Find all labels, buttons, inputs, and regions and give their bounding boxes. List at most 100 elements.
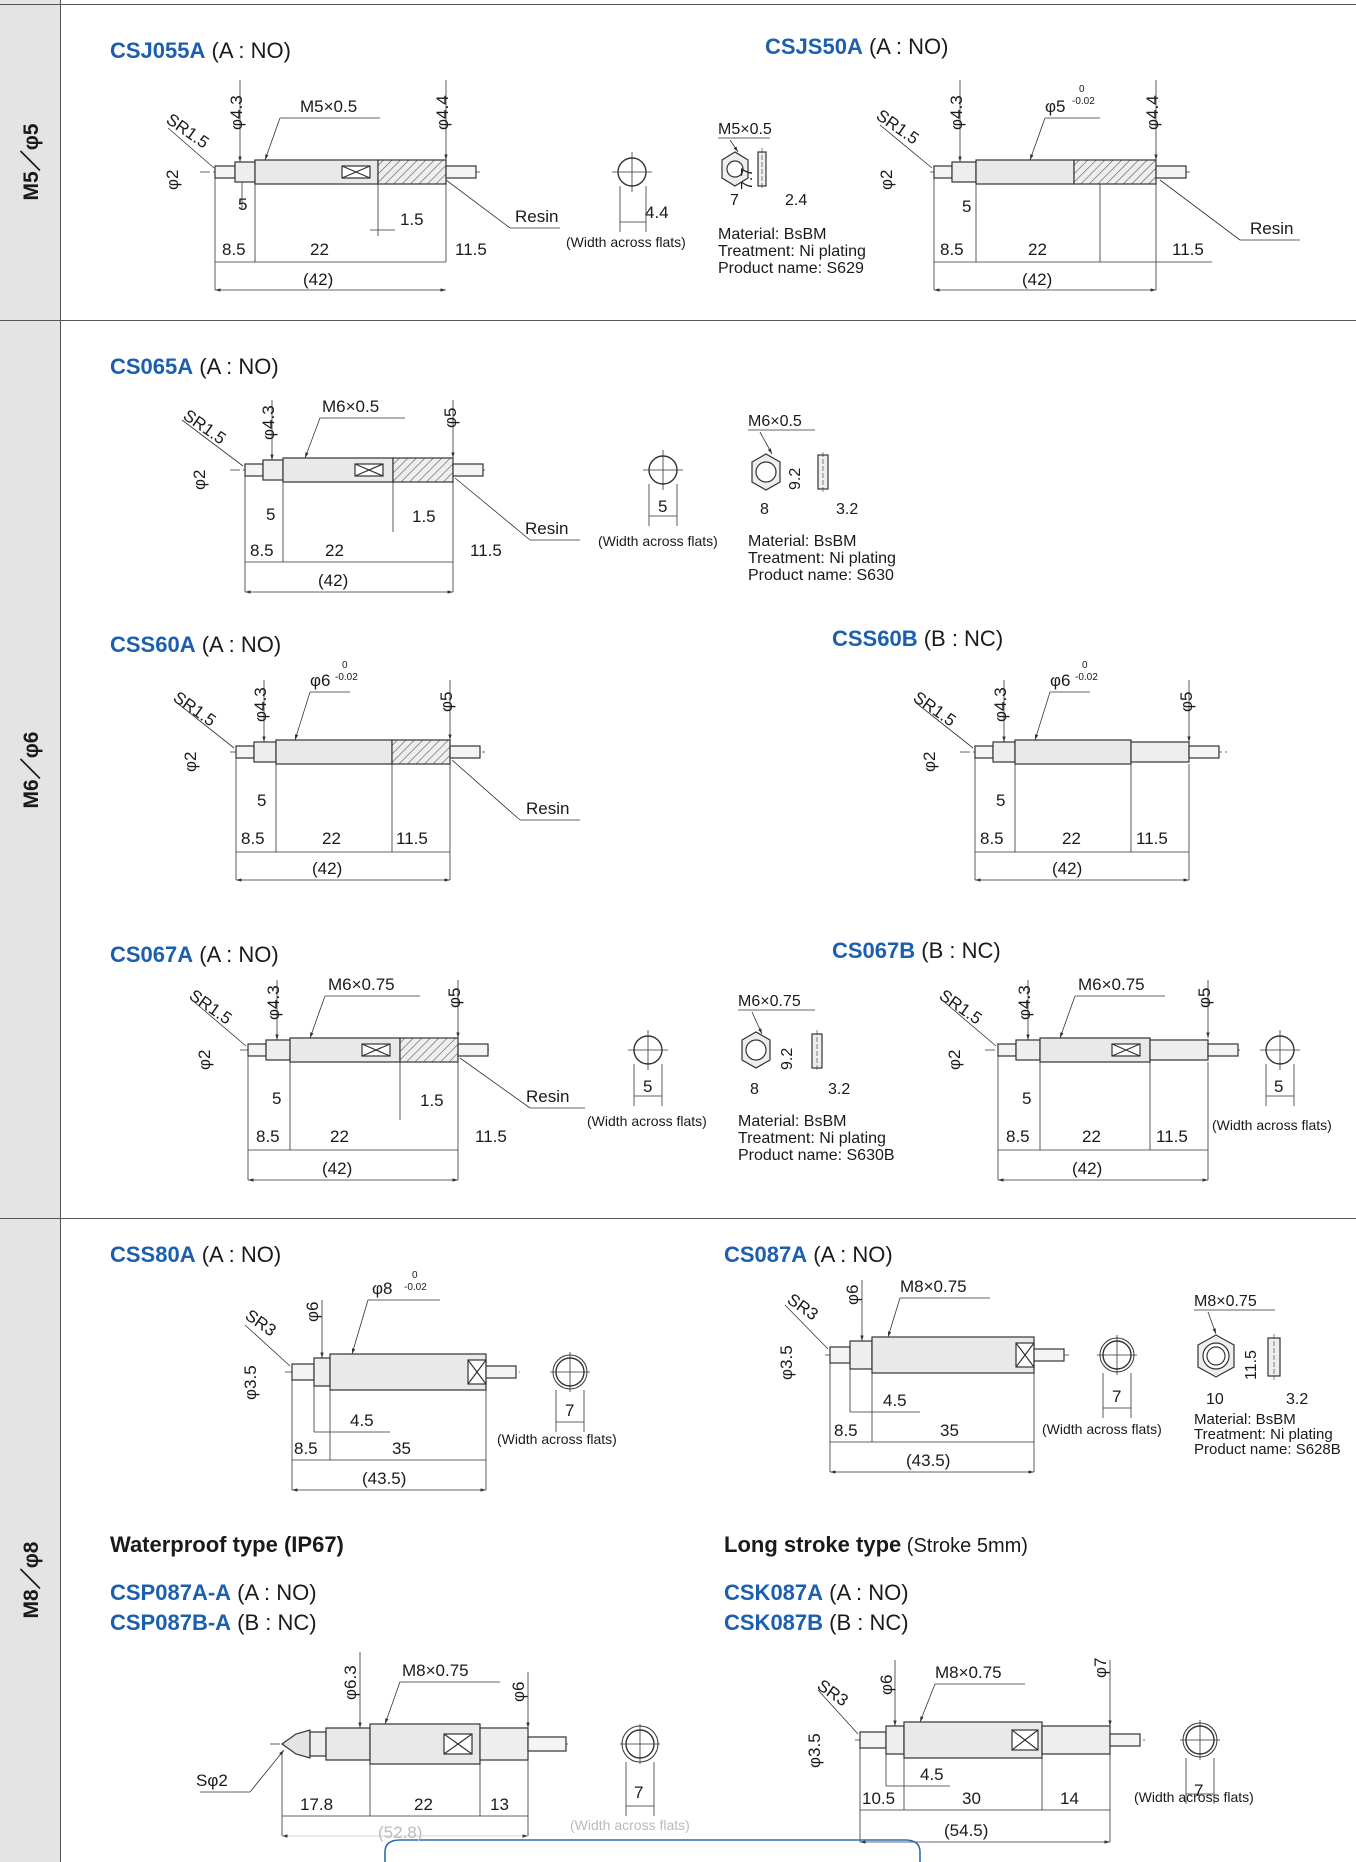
contact-type: (A : NO): [195, 632, 282, 657]
body-dia: φ8: [372, 1279, 392, 1298]
nut-thread: M6×0.75: [738, 993, 801, 1010]
divider-m5-m6: [0, 320, 1356, 321]
drawing-css60b: [914, 680, 1230, 882]
dia-label: φ2: [195, 1050, 214, 1070]
dim-a: 4.5: [883, 1391, 907, 1410]
flat-view-csj055a: [611, 151, 653, 232]
sr-label: SR3: [784, 1290, 822, 1325]
dim-d: 35: [392, 1439, 411, 1458]
dia-label: φ4.3: [947, 95, 966, 130]
dia-label: φ2: [163, 170, 182, 190]
dia-label: φ6: [843, 1285, 862, 1305]
dia-label: φ3.5: [777, 1345, 796, 1380]
dim-total: (42): [1022, 270, 1052, 289]
dim-d: 22: [310, 240, 329, 259]
drawing-csp087: [200, 1652, 570, 1838]
section-sidebar: [0, 0, 61, 1862]
thread-label: M6×0.75: [1078, 975, 1145, 994]
dim-e: 14: [1060, 1789, 1079, 1808]
dia-label: φ2: [920, 752, 939, 772]
thread-label: M6×0.5: [322, 397, 379, 416]
caption-s629: Material: BsBM Treatment: Ni plating Pro…: [718, 226, 866, 277]
thread-label: M8×0.75: [402, 1661, 469, 1680]
dia-label: φ5: [445, 988, 464, 1008]
resin-label: Resin: [526, 1087, 569, 1106]
product-code: CS067A: [110, 942, 194, 967]
dia-label: φ4.3: [264, 985, 283, 1020]
title-cs067b: CS067B (B : NC): [832, 938, 1001, 964]
dim-total: (42): [318, 571, 348, 590]
body-dia: φ6: [1050, 671, 1070, 690]
dim-c: 17.8: [300, 1795, 333, 1814]
nut-w: 8: [760, 501, 769, 518]
nut-t: 3.2: [1286, 1391, 1308, 1408]
flat-view-css80a: [549, 1351, 591, 1432]
dim-d: 22: [1082, 1127, 1101, 1146]
body-dia: φ5: [1045, 97, 1065, 116]
flat-dim: 7: [634, 1783, 643, 1802]
waf-label: (Width across flats): [1042, 1421, 1162, 1437]
sr-label: SR1.5: [873, 106, 923, 149]
material-text: Material: BsBM: [738, 1113, 847, 1130]
dim-total: (42): [1072, 1159, 1102, 1178]
contact-type: (B : NC): [823, 1610, 909, 1635]
product-code: CSK087B: [724, 1610, 824, 1635]
flat-view-cs067b: [1259, 1029, 1301, 1106]
product-name-text: Product name: S630: [748, 567, 894, 584]
drawing-cs087a: [784, 1280, 1070, 1474]
product-code: CSP087A-A: [110, 1580, 232, 1605]
tol-bottom: -0.02: [404, 1282, 427, 1293]
resin-label: Resin: [1250, 219, 1293, 238]
flat-view-cs087a: [1096, 1334, 1138, 1418]
nut-thread: M6×0.5: [748, 413, 802, 430]
flat-dim: 7: [1194, 1781, 1203, 1800]
dim-c: 8.5: [980, 829, 1004, 848]
dim-a: 5: [962, 197, 971, 216]
contact-type: (A : NO): [823, 1580, 909, 1605]
dia-label: φ2: [190, 470, 209, 490]
dim-b: 1.5: [400, 210, 424, 229]
dim-a: 5: [996, 791, 1005, 810]
dia-label: φ6.3: [341, 1665, 360, 1700]
nut-h: 7.7: [739, 168, 756, 190]
thread-label: M5×0.5: [300, 97, 357, 116]
dia-label: φ4.4: [1143, 95, 1162, 130]
dim-e: 11.5: [475, 1127, 507, 1146]
tol-top: 0: [1079, 84, 1085, 95]
dim-c: 8.5: [940, 240, 964, 259]
dim-e: 11.5: [1156, 1127, 1188, 1146]
dim-a: 4.5: [920, 1765, 944, 1784]
dim-total: (42): [1052, 859, 1082, 878]
treatment-text: Treatment: Ni plating: [748, 550, 896, 567]
dia-label: φ5: [1195, 988, 1214, 1008]
title-cs067a: CS067A (A : NO): [110, 942, 279, 968]
title-csjs50a: CSJS50A (A : NO): [765, 34, 948, 60]
dia-label: φ7: [1091, 1658, 1110, 1678]
longstroke-heading: Long stroke type (Stroke 5mm): [724, 1532, 1028, 1558]
tol-top: 0: [1082, 660, 1088, 671]
divider-m6-m8: [0, 1218, 1356, 1219]
product-code: CS065A: [110, 354, 194, 379]
dim-d: 22: [1062, 829, 1081, 848]
nut-s630b: [738, 1009, 823, 1072]
nut-w: 8: [750, 1081, 759, 1098]
dia-label: φ2: [877, 170, 896, 190]
dim-e: 11.5: [396, 829, 428, 848]
product-code: CSP087B-A: [110, 1610, 232, 1635]
dim-total: (43.5): [362, 1469, 406, 1488]
dim-d: 22: [322, 829, 341, 848]
drawing-csj055a: [167, 80, 560, 292]
dim-e: 13: [490, 1795, 509, 1814]
thread-label: M6×0.75: [328, 975, 395, 994]
material-text: Material: BsBM: [748, 533, 857, 550]
flat-view-csp087: [619, 1723, 661, 1816]
dim-c: 10.5: [862, 1789, 895, 1808]
dim-c: 8.5: [834, 1421, 858, 1440]
tol-bottom: -0.02: [1075, 672, 1098, 683]
contact-type: (A : NO): [231, 1580, 317, 1605]
sr-label: SR1.5: [163, 110, 213, 153]
resin-label: Resin: [515, 207, 558, 226]
dim-a: 5: [238, 195, 247, 214]
contact-type: (A : NO): [195, 1242, 282, 1267]
drawing-csjs50a: [879, 80, 1300, 292]
